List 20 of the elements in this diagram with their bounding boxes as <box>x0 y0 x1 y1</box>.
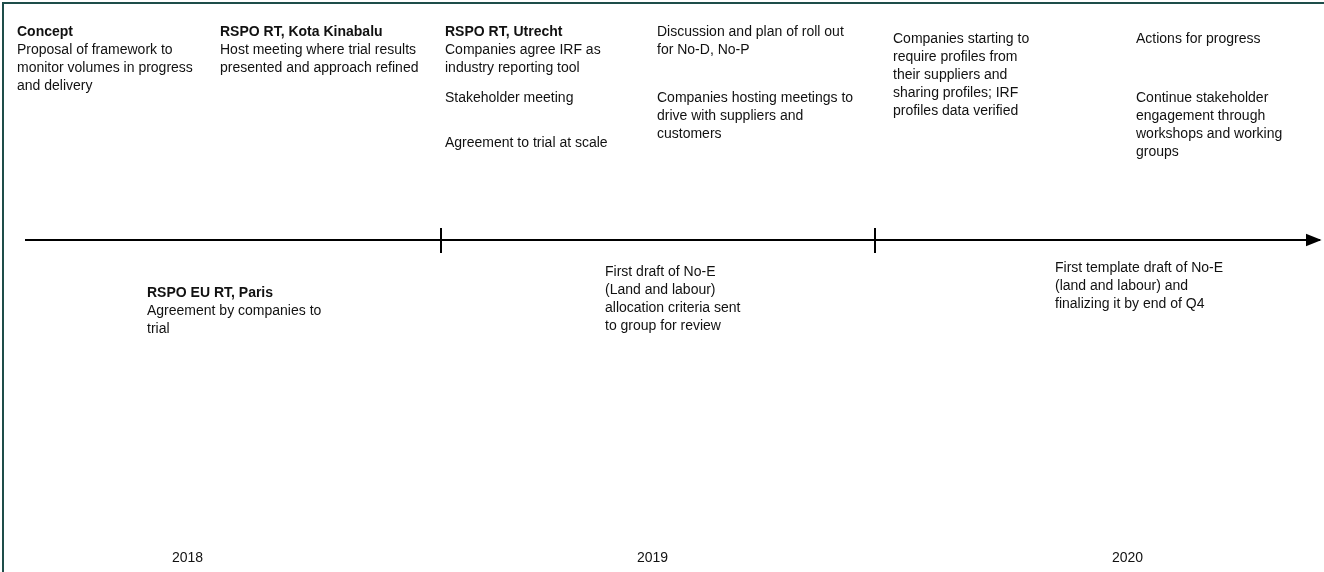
year-label: 2020 <box>1112 548 1145 566</box>
event-description: Companies agree IRF as industry reporting tool <box>445 40 602 76</box>
event-description: Companies hosting meetings to drive with suppliers and customers <box>657 88 855 142</box>
year-label: 2019 <box>637 548 670 566</box>
event-description: Discussion and plan of roll out for No-D, No-P <box>657 22 845 58</box>
event-description: First draft of No-E (Land and labour) allocation criteria sent to group for review <box>605 262 742 334</box>
event-description: Host meeting where trial results presented and approach refined <box>220 40 420 76</box>
event-description: Continue stakeholder engagement through workshops and working groups <box>1136 88 1284 160</box>
year-label: 2018 <box>172 548 205 566</box>
event-description: Proposal of framework to monitor volumes in progress and delivery <box>17 40 194 94</box>
event-description: Actions for progress <box>1136 29 1262 47</box>
event-description: First template draft of No-E (land and labour) and finalizing it by end of Q4 <box>1055 258 1225 312</box>
event-heading: RSPO RT, Kota Kinabalu <box>220 22 384 40</box>
event-heading: Concept <box>17 22 74 40</box>
event-description: Agreement by companies to trial <box>147 301 323 337</box>
event-description: Agreement to trial at scale <box>445 133 609 151</box>
event-heading: RSPO RT, Utrecht <box>445 22 564 40</box>
event-heading: RSPO EU RT, Paris <box>147 283 275 301</box>
event-description: Companies starting to require profiles from their suppliers and sharing profiles; IRF profiles data verified <box>893 29 1031 119</box>
event-description: Stakeholder meeting <box>445 88 575 106</box>
